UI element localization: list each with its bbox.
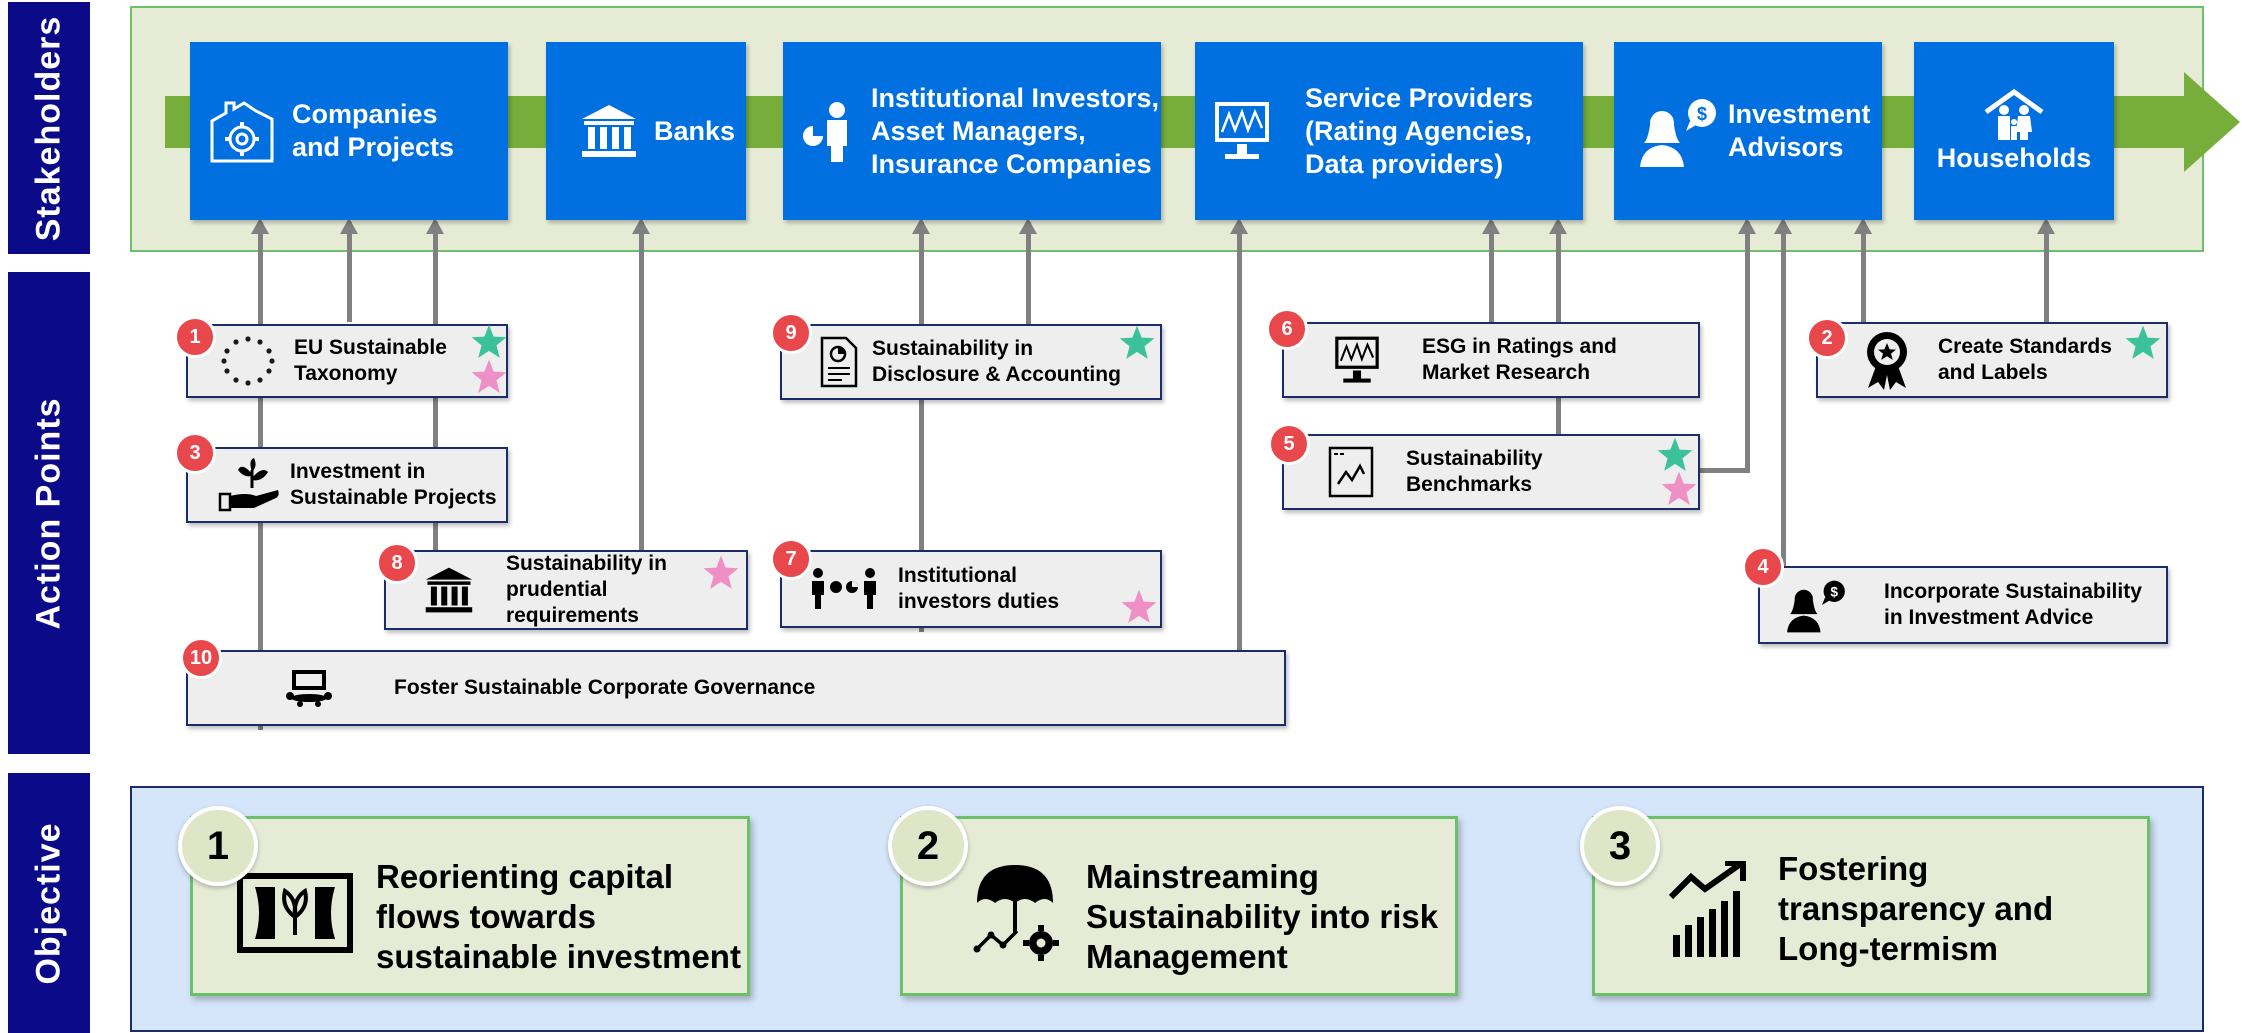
action-point-label: Foster Sustainable Corporate Governance [394, 676, 816, 699]
report-document-icon [820, 336, 858, 388]
advisor-icon: $ [1640, 99, 1716, 167]
action-point-number-badge: 7 [770, 538, 812, 580]
green-star-icon [471, 324, 507, 358]
action-point-number-badge: 5 [1268, 423, 1310, 465]
award-badge-icon [1867, 332, 1907, 390]
eu-stars-icon [221, 336, 275, 386]
stakeholder-households: Households [1914, 42, 2114, 220]
stakeholder-label: Investment Advisors [1728, 99, 1871, 162]
green-star-icon [2125, 325, 2161, 359]
objective-tab-label: Objective [29, 821, 68, 985]
growth-chart-icon [1669, 861, 1746, 957]
objective-card-2: Mainstreaming Sustainability into risk M… [900, 816, 1458, 996]
boardroom-icon [286, 670, 332, 707]
family-house-icon [1984, 88, 2044, 140]
monitor-chart-icon [1335, 336, 1379, 383]
objective-card-3: Fostering transparency and Long-termism [1592, 816, 2150, 996]
action-point-label: ESG in Ratings and Market Research [1422, 335, 1617, 384]
objective-number: 2 [888, 806, 968, 886]
action-point-9: Sustainability in Disclosure & Accountin… [780, 324, 1162, 400]
stakeholders-tab: Stakeholders [8, 2, 90, 254]
investor-icon [803, 102, 847, 162]
action-point-1: EU Sustainable Taxonomy [186, 324, 508, 398]
action-point-number-badge: 3 [174, 432, 216, 474]
objective-label: Mainstreaming Sustainability into risk M… [1086, 858, 1439, 975]
pink-star-icon [1121, 589, 1157, 623]
pink-star-icon [703, 555, 739, 589]
action-point-4: $ Incorporate Sustainability in Investme… [1758, 566, 2168, 644]
green-star-icon [1657, 437, 1693, 471]
bank-icon [425, 567, 473, 613]
objective-label: Fostering transparency and Long-termism [1778, 850, 2054, 967]
action-point-8: Sustainability in prudential requirement… [384, 550, 748, 630]
hand-plant-icon [218, 458, 279, 512]
action-point-5: Sustainability Benchmarks [1282, 434, 1700, 510]
green-star-icon [1119, 325, 1155, 359]
action-point-number-badge: 1 [174, 316, 216, 358]
advisor-icon: $ [1787, 580, 1845, 633]
stakeholder-label: Service Providers (Rating Agencies, Data… [1305, 82, 1534, 179]
objective-number: 3 [1580, 806, 1660, 886]
action-point-number-badge: 9 [770, 312, 812, 354]
pink-star-icon [1661, 471, 1697, 505]
action-point-label: Sustainability in prudential requirement… [505, 552, 667, 627]
action-point-label: Institutional investors duties [898, 564, 1060, 613]
action-point-3: Investment in Sustainable Projects [186, 447, 508, 523]
bank-icon [582, 105, 636, 157]
pink-star-icon [471, 359, 507, 393]
action-point-label: Create Standards and Labels [1938, 335, 2112, 384]
chart-document-icon [1328, 446, 1374, 498]
stakeholder-label: Institutional Investors, Asset Managers,… [871, 82, 1160, 179]
objective-label: Reorienting capital flows towards sustai… [376, 858, 741, 975]
svg-text:$: $ [1697, 104, 1707, 124]
stakeholder-label: Households [1936, 142, 2092, 173]
money-leaf-icon [237, 873, 353, 953]
action-point-6: ESG in Ratings and Market Research [1282, 322, 1700, 398]
stakeholder-institutional-investors: Institutional Investors, Asset Managers,… [783, 42, 1161, 220]
action-point-number-badge: 2 [1806, 317, 1848, 359]
stakeholder-label: Banks [654, 115, 736, 146]
action-points-tab-label: Action Points [29, 396, 68, 630]
stakeholder-companies: Companies and Projects [190, 42, 508, 220]
action-point-number-badge: 8 [376, 542, 418, 584]
stakeholder-label: Companies and Projects [292, 99, 455, 162]
arrowheads [251, 218, 2055, 234]
action-points-tab: Action Points [8, 272, 90, 754]
action-point-label: Sustainability Benchmarks [1406, 447, 1543, 496]
factory-gear-icon [210, 101, 274, 163]
stakeholder-service-providers: Service Providers (Rating Agencies, Data… [1195, 42, 1583, 220]
action-point-label: EU Sustainable Taxonomy [294, 336, 447, 385]
action-point-10: Foster Sustainable Corporate Governance [186, 650, 1286, 726]
objective-tab: Objective [8, 773, 90, 1033]
action-point-label: Incorporate Sustainability in Investment… [1884, 580, 2142, 629]
svg-text:$: $ [1830, 585, 1838, 600]
monitor-chart-icon [1215, 102, 1269, 159]
action-point-number-badge: 6 [1266, 308, 1308, 350]
action-point-number-badge: 10 [180, 637, 222, 679]
stakeholder-investment-advisors: $ Investment Advisors [1614, 42, 1882, 220]
objective-card-1: Reorienting capital flows towards sustai… [190, 816, 750, 996]
stakeholder-banks: Banks [546, 42, 746, 220]
action-point-2: Create Standards and Labels [1816, 322, 2168, 398]
objective-number: 1 [178, 806, 258, 886]
action-point-number-badge: 4 [1742, 546, 1784, 588]
action-point-7: Institutional investors duties [780, 550, 1162, 628]
action-point-label: Sustainability in Disclosure & Accountin… [872, 337, 1121, 386]
action-point-label: Investment in Sustainable Projects [290, 460, 497, 509]
umbrella-risk-icon [973, 865, 1059, 961]
people-charts-icon [812, 568, 876, 609]
